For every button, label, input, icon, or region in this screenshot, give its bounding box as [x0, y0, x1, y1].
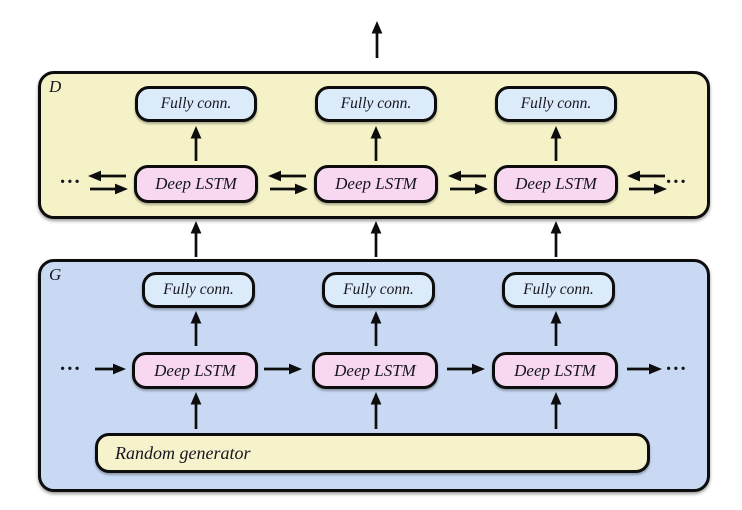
deep-lstm-box: Deep LSTM	[314, 165, 438, 203]
ellipsis: ...	[666, 351, 688, 375]
deep-lstm-box: Deep LSTM	[312, 352, 438, 389]
output-arrow-icon	[371, 21, 383, 58]
g-to-d-arrow-icon	[190, 221, 562, 257]
fully-conn-box: Fully conn.	[502, 272, 615, 308]
fully-conn-box: Fully conn.	[495, 86, 617, 122]
deep-lstm-box: Deep LSTM	[134, 165, 258, 203]
deep-lstm-box: Deep LSTM	[494, 165, 618, 203]
generator-label: G	[49, 265, 62, 284]
discriminator-block: D Fully conn. Fully conn. Fully conn. De…	[38, 71, 710, 219]
ellipsis: ...	[666, 164, 688, 188]
fully-conn-box: Fully conn.	[322, 272, 435, 308]
ellipsis: ...	[60, 351, 82, 375]
generator-block: G Fully conn. Fully conn. Fully conn. De…	[38, 259, 710, 492]
deep-lstm-box: Deep LSTM	[132, 352, 258, 389]
deep-lstm-box: Deep LSTM	[492, 352, 618, 389]
fully-conn-box: Fully conn.	[315, 86, 437, 122]
fully-conn-box: Fully conn.	[142, 272, 255, 308]
discriminator-label: D	[49, 77, 62, 96]
random-generator-box: Random generator	[95, 433, 650, 473]
fully-conn-box: Fully conn.	[135, 86, 257, 122]
ellipsis: ...	[60, 164, 82, 188]
